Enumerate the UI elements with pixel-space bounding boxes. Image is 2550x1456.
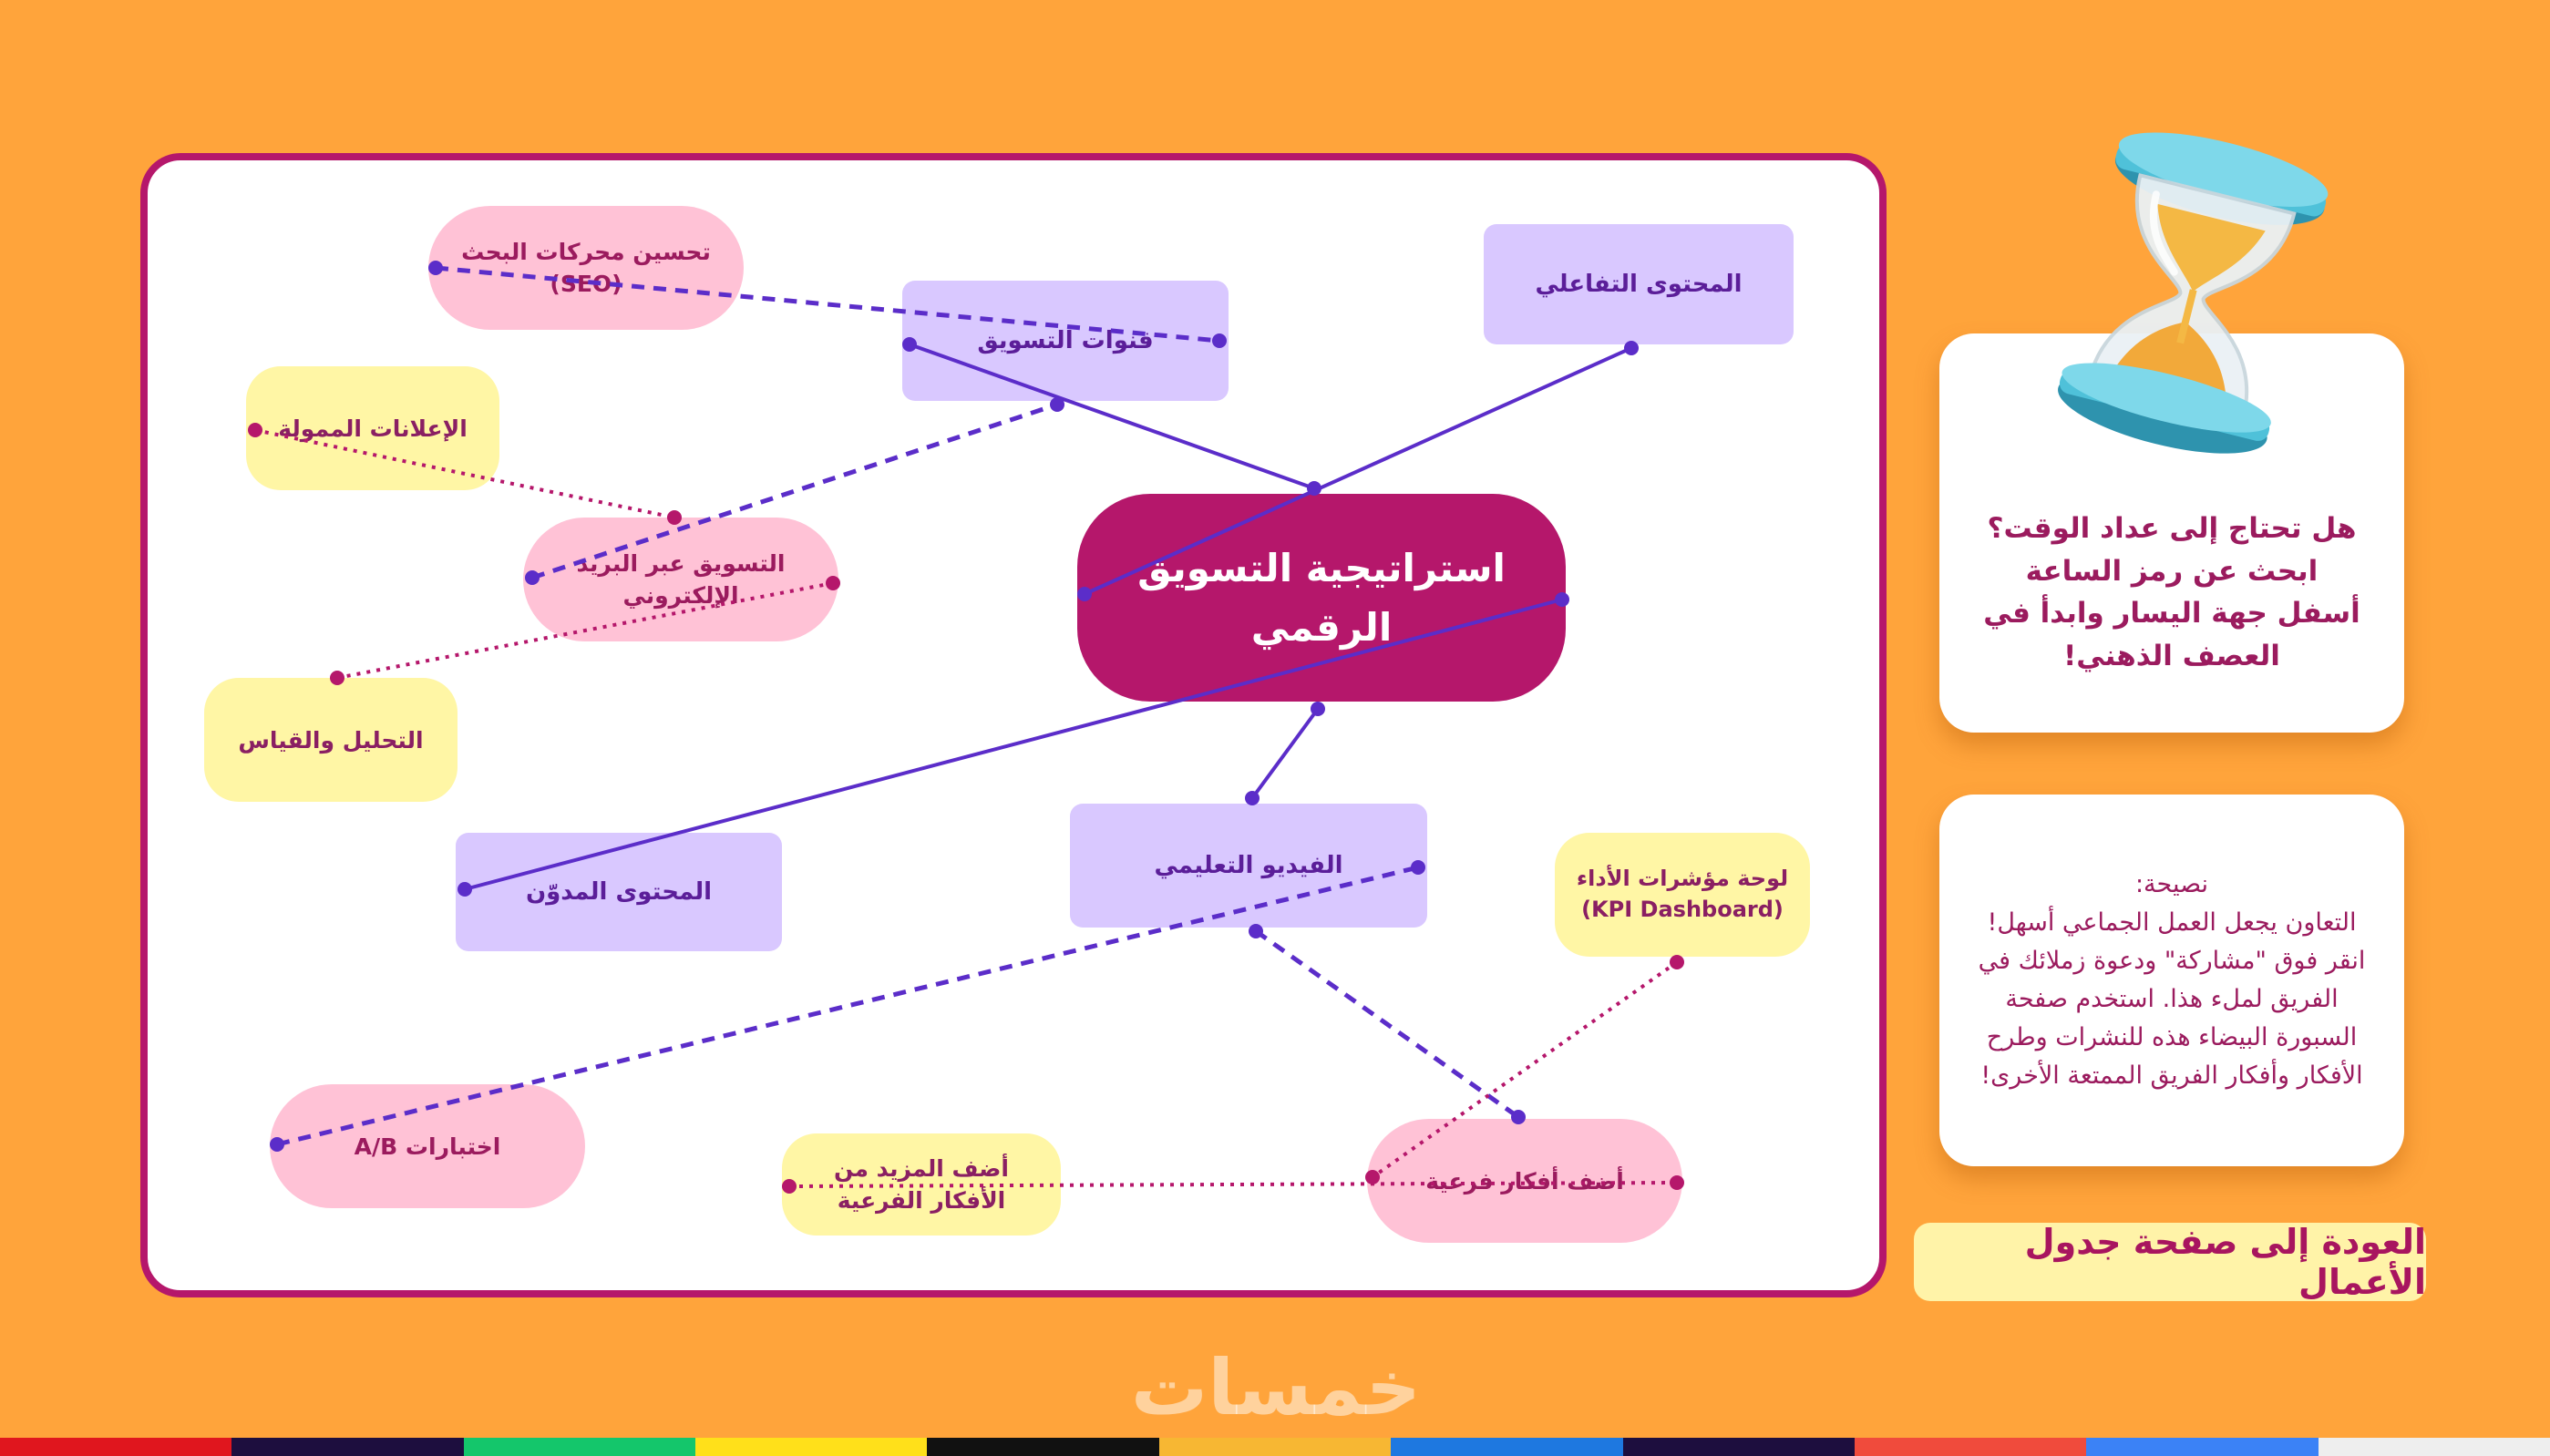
- tip-card: نصيحة: التعاون يجعل العمل الجماعي أسهل! …: [1939, 795, 2404, 1166]
- node-interactive-content[interactable]: المحتوى التفاعلي: [1484, 224, 1794, 344]
- back-to-agenda-label: العودة إلى صفحة جدول الأعمال: [2024, 1222, 2426, 1302]
- node-blog-content[interactable]: المحتوى المدوّن: [456, 833, 782, 951]
- back-to-agenda-button[interactable]: العودة إلى صفحة جدول الأعمال: [1914, 1222, 2426, 1302]
- bottom-color-stripes: [0, 1438, 2550, 1456]
- node-add-sub-ideas[interactable]: أضف أفكار فرعية: [1367, 1119, 1682, 1243]
- tip-card-body: التعاون يجعل العمل الجماعي أسهل! انقر فو…: [1978, 908, 2366, 1090]
- timer-card-title: هل تحتاج إلى عداد الوقت؟: [1987, 512, 2357, 545]
- node-marketing-channels-label: قنوات التسويق: [977, 326, 1154, 354]
- node-analytics[interactable]: التحليل والقياس: [204, 678, 458, 802]
- node-kpi-dashboard-label: لوحة مؤشرات الأداء (KPI Dashboard): [1576, 866, 1789, 922]
- node-ab-tests[interactable]: اختبارات A/B: [270, 1084, 585, 1208]
- node-paid-ads-label: الإعلانات الممولة: [278, 415, 468, 442]
- node-blog-content-label: المحتوى المدوّن: [525, 877, 713, 906]
- node-educational-video[interactable]: الفيديو التعليمي: [1070, 804, 1427, 928]
- node-add-more-ideas[interactable]: أضف المزيد من الأفكار الفرعية: [782, 1133, 1061, 1236]
- timer-card-body: ابحث عن رمز الساعة أسفل جهة اليسار وابدأ…: [1983, 554, 2360, 672]
- node-seo-label: تحسين محركات البحث (SEO): [461, 239, 711, 297]
- node-add-more-ideas-label: أضف المزيد من الأفكار الفرعية: [834, 1155, 1009, 1214]
- central-topic[interactable]: استراتيجية التسويق الرقمي: [1077, 494, 1566, 702]
- node-seo[interactable]: تحسين محركات البحث (SEO): [428, 206, 744, 330]
- watermark-text: خمسات: [1130, 1343, 1422, 1432]
- node-email-marketing-label: التسويق عبر البريد الإلكتروني: [576, 550, 786, 609]
- node-educational-video-label: الفيديو التعليمي: [1154, 851, 1343, 879]
- node-marketing-channels[interactable]: قنوات التسويق: [902, 281, 1229, 401]
- node-paid-ads[interactable]: الإعلانات الممولة: [246, 366, 499, 490]
- node-interactive-content-label: المحتوى التفاعلي: [1535, 270, 1743, 298]
- hourglass-icon[interactable]: [2041, 128, 2342, 465]
- node-email-marketing[interactable]: التسويق عبر البريد الإلكتروني: [523, 518, 838, 641]
- watermark-logo: خمسات: [1112, 1343, 1440, 1432]
- tip-card-title: نصيحة:: [2134, 870, 2209, 899]
- node-ab-tests-label: اختبارات A/B: [354, 1133, 501, 1160]
- node-kpi-dashboard[interactable]: لوحة مؤشرات الأداء (KPI Dashboard): [1555, 833, 1810, 957]
- node-add-sub-ideas-label: أضف أفكار فرعية: [1425, 1167, 1624, 1195]
- central-topic-label: استراتيجية التسويق الرقمي: [1137, 545, 1506, 650]
- node-analytics-label: التحليل والقياس: [238, 726, 424, 754]
